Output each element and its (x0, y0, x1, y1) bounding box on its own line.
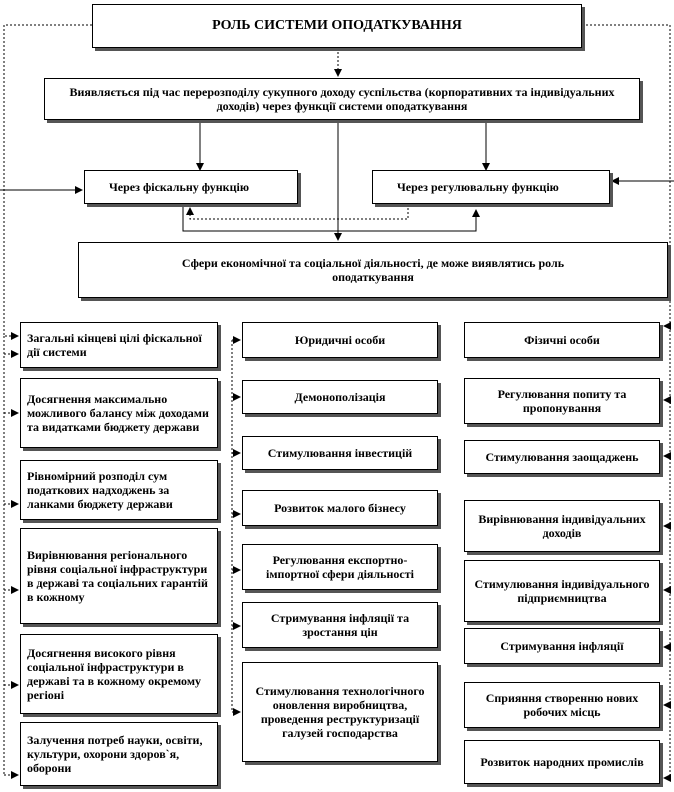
right-item-2-text: Регулювання попиту та пропонування (497, 387, 627, 415)
fiscal-function-node: Через фіскальну функцію (84, 170, 298, 204)
middle-item-1: Юридичні особи (242, 322, 438, 358)
left-item-1: Загальні кінцеві цілі фіскальної дії сис… (20, 322, 218, 368)
middle-item-4: Розвиток малого бізнесу (242, 490, 438, 526)
right-item-8: Розвиток народних промислів (464, 740, 660, 784)
left-item-3-text: Рівномірний розподіл сум податкових надх… (27, 469, 173, 511)
right-item-3-text: Стимулювання заощаджень (485, 450, 639, 464)
middle-item-6: Стримування інфляції та зростання цін (242, 602, 438, 648)
middle-item-2-text: Демонополізація (294, 390, 386, 404)
middle-item-5-text: Регулювання експортно-імпортної сфери ді… (266, 553, 414, 581)
diagram-title: РОЛЬ СИСТЕМИ ОПОДАТКУВАННЯ (92, 4, 582, 48)
middle-item-7-text: Стимулювання технологічного оновлення ви… (255, 684, 425, 740)
right-item-7: Сприяння створенню нових робочих місць (464, 682, 660, 728)
manifestation-node: Виявляється під час перерозподілу сукупн… (44, 78, 640, 120)
right-item-4: Вирівнювання індивідуальних доходів (464, 500, 660, 552)
left-item-6-text: Залучення потреб науки, освіти, культури… (27, 733, 203, 775)
left-item-4: Вирівнювання регіонального рівня соціаль… (20, 528, 218, 624)
right-item-8-text: Розвиток народних промислів (480, 755, 644, 769)
right-item-6: Стримування інфляції (464, 628, 660, 664)
middle-item-7: Стимулювання технологічного оновлення ви… (242, 662, 438, 762)
left-item-2-text: Досягнення максимально можливого балансу… (27, 392, 209, 434)
spheres-text: Сфери економічної та соціальної діяльнос… (181, 256, 565, 284)
right-item-1: Фізичні особи (464, 322, 660, 358)
left-item-5: Досягнення високого рівня соціальної інф… (20, 634, 218, 714)
regulatory-function-node: Через регулювальну функцію (372, 170, 610, 204)
right-item-5-text: Стимулювання індивідуального підприємниц… (474, 577, 650, 605)
right-item-3: Стимулювання заощаджень (464, 440, 660, 474)
middle-item-3-text: Стимулювання інвестицій (267, 446, 413, 460)
middle-item-5: Регулювання експортно-імпортної сфери ді… (242, 544, 438, 590)
middle-item-6-text: Стримування інфляції та зростання цін (270, 611, 410, 639)
diagram-title-text: РОЛЬ СИСТЕМИ ОПОДАТКУВАННЯ (212, 18, 462, 33)
right-item-7-text: Сприяння створенню нових робочих місць (485, 691, 639, 719)
fiscal-function-text: Через фіскальну функцію (109, 180, 249, 194)
right-item-1-text: Фізичні особи (524, 333, 600, 347)
left-item-1-text: Загальні кінцеві цілі фіскальної дії сис… (27, 331, 202, 359)
manifestation-text: Виявляється під час перерозподілу сукупн… (69, 85, 615, 113)
middle-item-2: Демонополізація (242, 380, 438, 414)
middle-item-1-text: Юридичні особи (294, 333, 386, 347)
spheres-node: Сфери економічної та соціальної діяльнос… (78, 242, 668, 298)
middle-item-4-text: Розвиток малого бізнесу (274, 501, 406, 515)
left-item-3: Рівномірний розподіл сум податкових надх… (20, 460, 218, 520)
left-item-5-text: Досягнення високого рівня соціальної інф… (27, 646, 201, 702)
middle-item-3: Стимулювання інвестицій (242, 436, 438, 470)
right-item-4-text: Вирівнювання індивідуальних доходів (478, 512, 646, 540)
left-item-4-text: Вирівнювання регіонального рівня соціаль… (27, 548, 208, 604)
left-item-6: Залучення потреб науки, освіти, культури… (20, 722, 218, 786)
left-item-2: Досягнення максимально можливого балансу… (20, 378, 218, 448)
regulatory-function-text: Через регулювальну функцію (397, 180, 559, 194)
right-item-2: Регулювання попиту та пропонування (464, 378, 660, 424)
right-item-5: Стимулювання індивідуального підприємниц… (464, 560, 660, 622)
right-item-6-text: Стримування інфляції (500, 639, 624, 653)
